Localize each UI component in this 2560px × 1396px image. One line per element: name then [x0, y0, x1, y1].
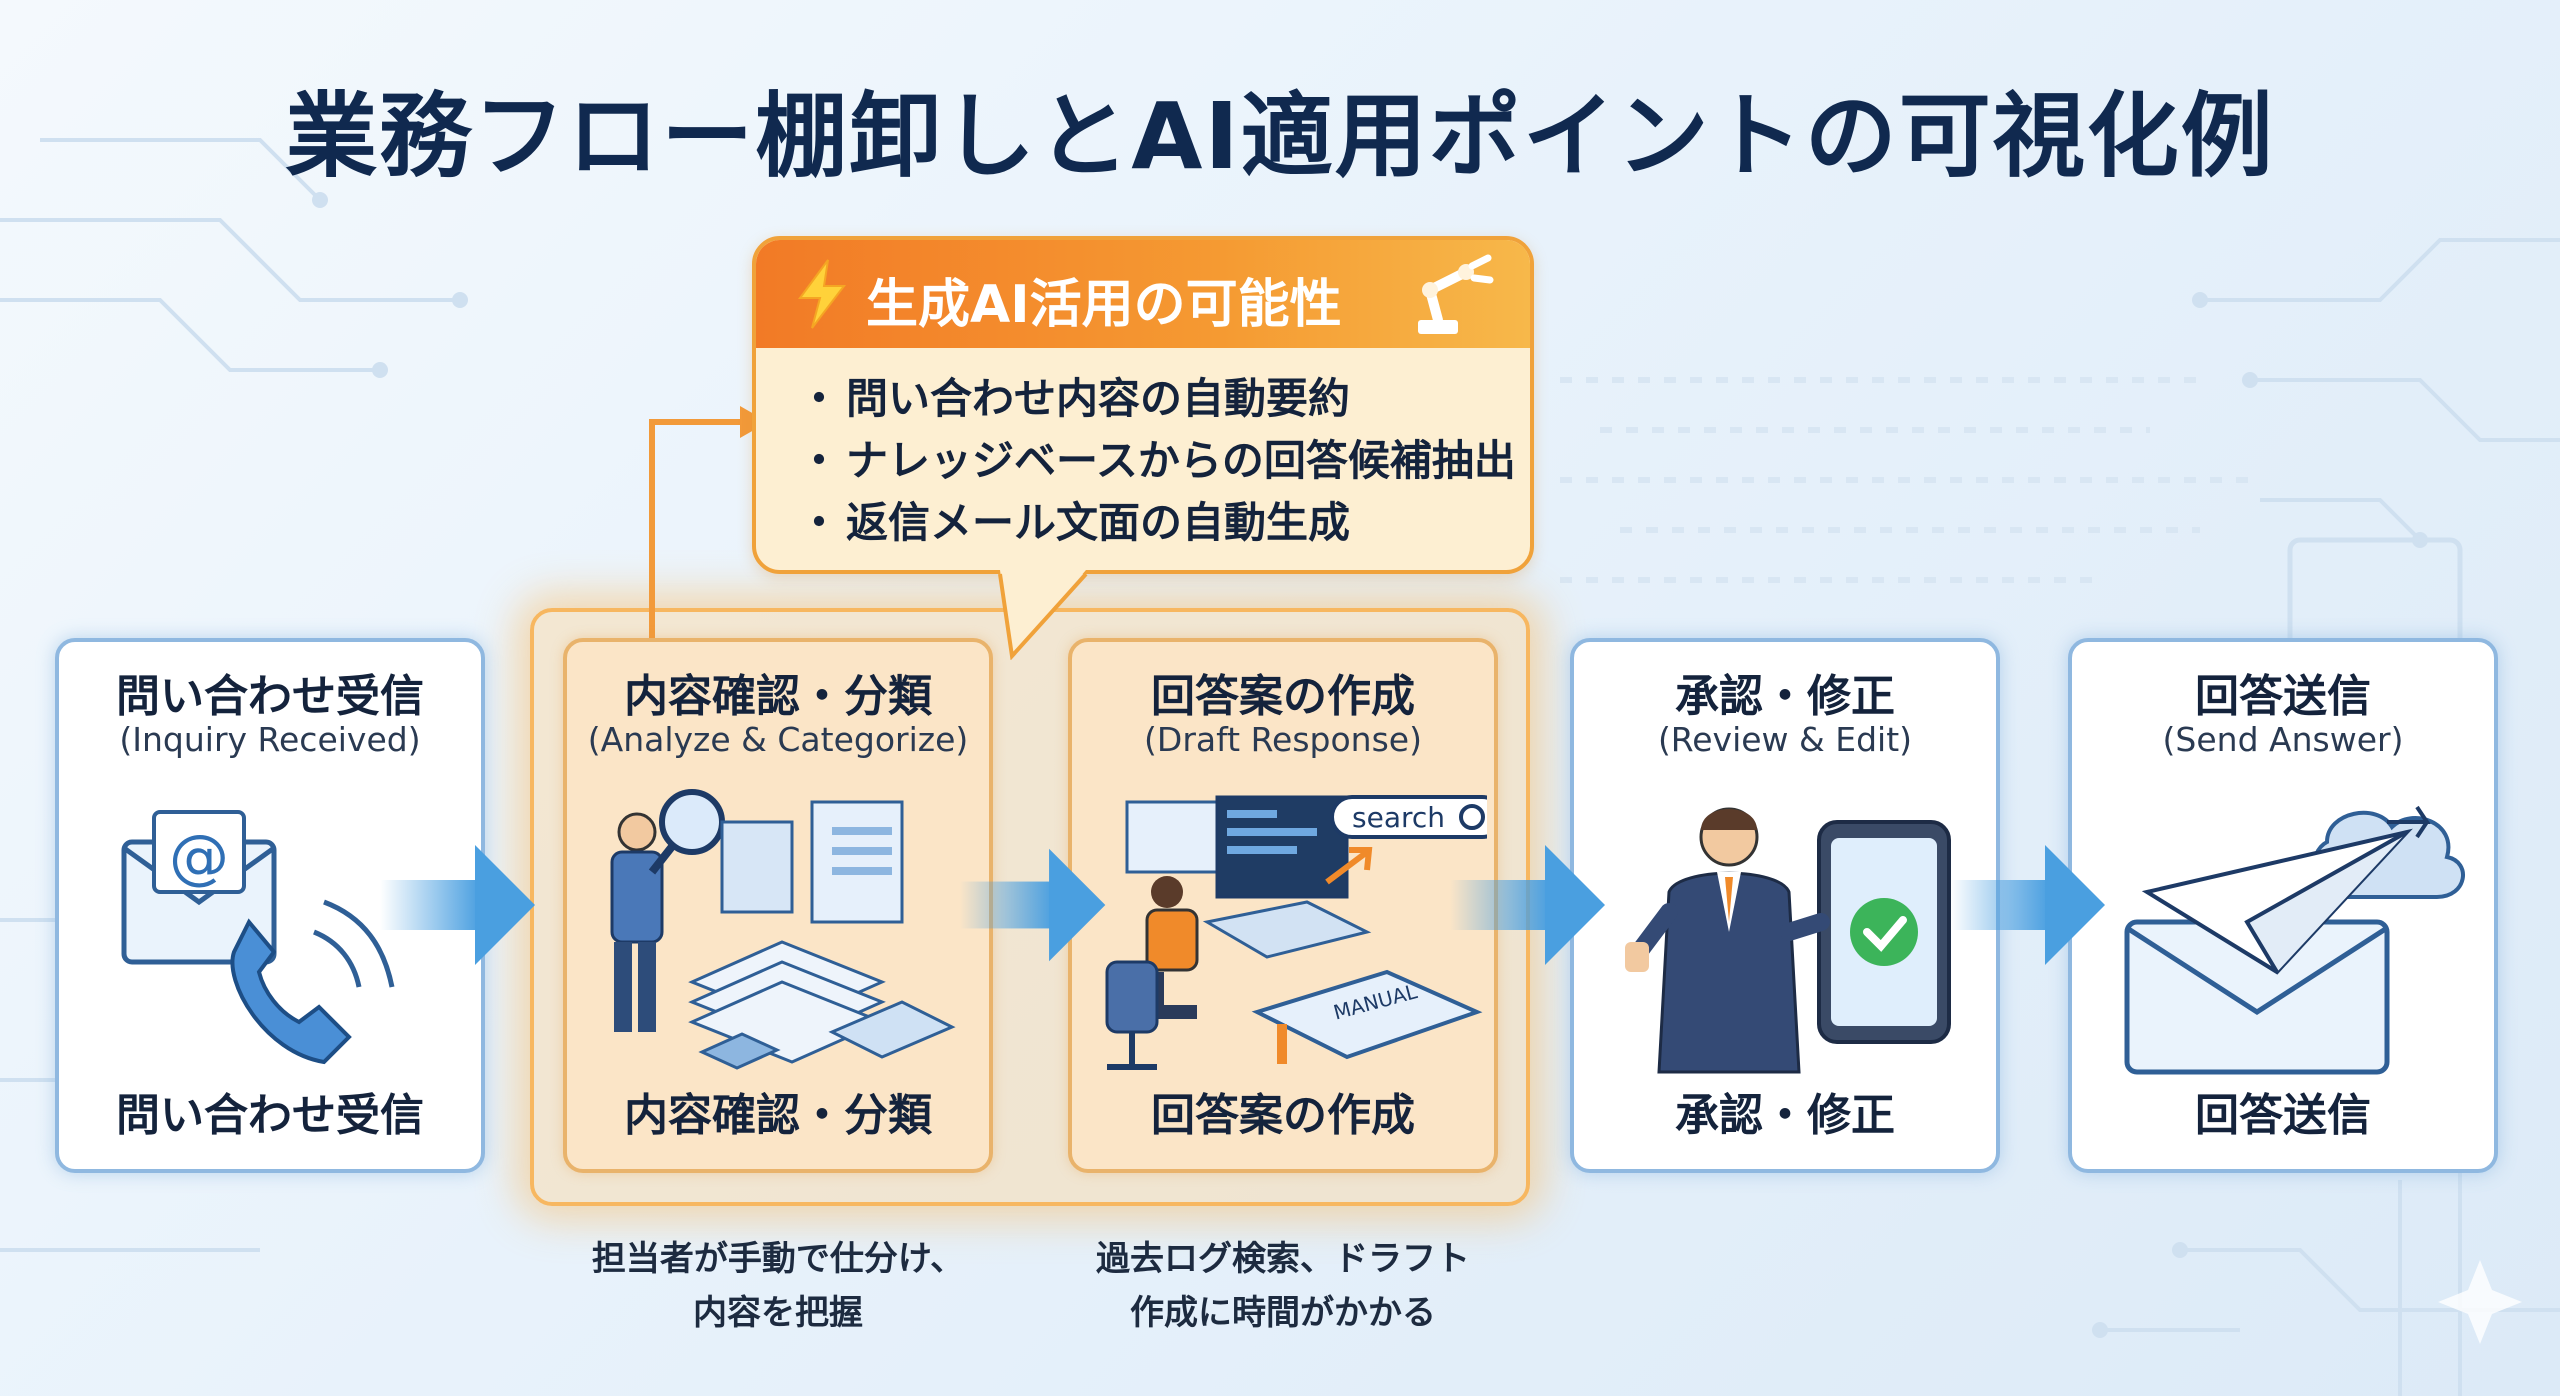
callout-item: ・ナレッジベースからの回答候補抽出	[798, 436, 1516, 485]
robot-arm-icon	[1418, 254, 1494, 334]
flow-arrow	[380, 845, 535, 965]
callout-title: 生成AI活用の可能性	[866, 275, 1342, 335]
flow-arrow	[1450, 845, 1605, 965]
step-title: 問い合わせ受信	[116, 671, 424, 722]
lightning-icon	[798, 259, 847, 329]
caption-line: 過去ログ検索、ドラフト	[1096, 1239, 1470, 1279]
computer-worker-icon: search MANUAL	[1105, 795, 1487, 1070]
step-card-draft: 回答案の作成 (Draft Response) search MANUAL 回答…	[1068, 638, 1498, 1173]
callout-item: ・問い合わせ内容の自動要約	[798, 374, 1351, 423]
page-title: 業務フロー棚卸しとAI適用ポイントの可視化例	[285, 83, 2275, 190]
flow-arrow	[1950, 845, 2105, 965]
caption-line: 担当者が手動で仕分け、	[591, 1239, 965, 1279]
paper-plane-cloud-icon	[2124, 805, 2465, 1075]
step-footer: 問い合わせ受信	[116, 1090, 424, 1141]
step-subtitle: (Inquiry Received)	[119, 720, 421, 759]
svg-text:@: @	[169, 822, 229, 892]
step-card-send: 回答送信 (Send Answer) 回答送信	[2068, 638, 2498, 1173]
step-subtitle: (Review & Edit)	[1657, 720, 1913, 759]
ai-potential-callout: 生成AI活用の可能性 ・問い合わせ内容の自動要約 ・ナレッジベースからの回答候補…	[752, 236, 1534, 660]
approver-tablet-icon	[1625, 807, 1951, 1074]
magnifier-documents-icon	[610, 789, 956, 1070]
step-card-analyze: 内容確認・分類 (Analyze & Categorize) 内容確認・分類	[563, 638, 993, 1173]
email-phone-icon: @	[121, 810, 395, 1065]
step-card-review: 承認・修正 (Review & Edit) 承認・修正	[1570, 638, 2000, 1173]
step-title: 回答送信	[2195, 671, 2371, 722]
flow-arrow	[960, 848, 1106, 962]
step-footer: 内容確認・分類	[624, 1090, 932, 1141]
callout-header: 生成AI活用の可能性	[756, 240, 1530, 348]
step-caption-draft: 過去ログ検索、ドラフト 作成に時間がかかる	[1073, 1232, 1493, 1340]
callout-list: ・問い合わせ内容の自動要約 ・ナレッジベースからの回答候補抽出 ・返信メール文面…	[798, 368, 1516, 554]
step-subtitle: (Send Answer)	[2162, 720, 2404, 759]
step-footer: 回答案の作成	[1151, 1090, 1415, 1141]
callout-item: ・返信メール文面の自動生成	[798, 498, 1351, 547]
step-caption-analyze: 担当者が手動で仕分け、 内容を把握	[568, 1232, 988, 1340]
caption-line: 作成に時間がかかる	[1130, 1293, 1436, 1333]
search-box-label: search	[1352, 801, 1445, 834]
step-title: 承認・修正	[1675, 671, 1895, 722]
step-footer: 承認・修正	[1675, 1090, 1895, 1141]
step-title: 内容確認・分類	[624, 671, 932, 722]
step-subtitle: (Draft Response)	[1144, 720, 1422, 759]
callout-tail	[998, 570, 1088, 660]
callout-connector-arrow	[649, 406, 768, 645]
caption-line: 内容を把握	[693, 1293, 863, 1333]
step-footer: 回答送信	[2195, 1090, 2371, 1141]
step-subtitle: (Analyze & Categorize)	[587, 720, 969, 759]
step-title: 回答案の作成	[1151, 671, 1415, 722]
